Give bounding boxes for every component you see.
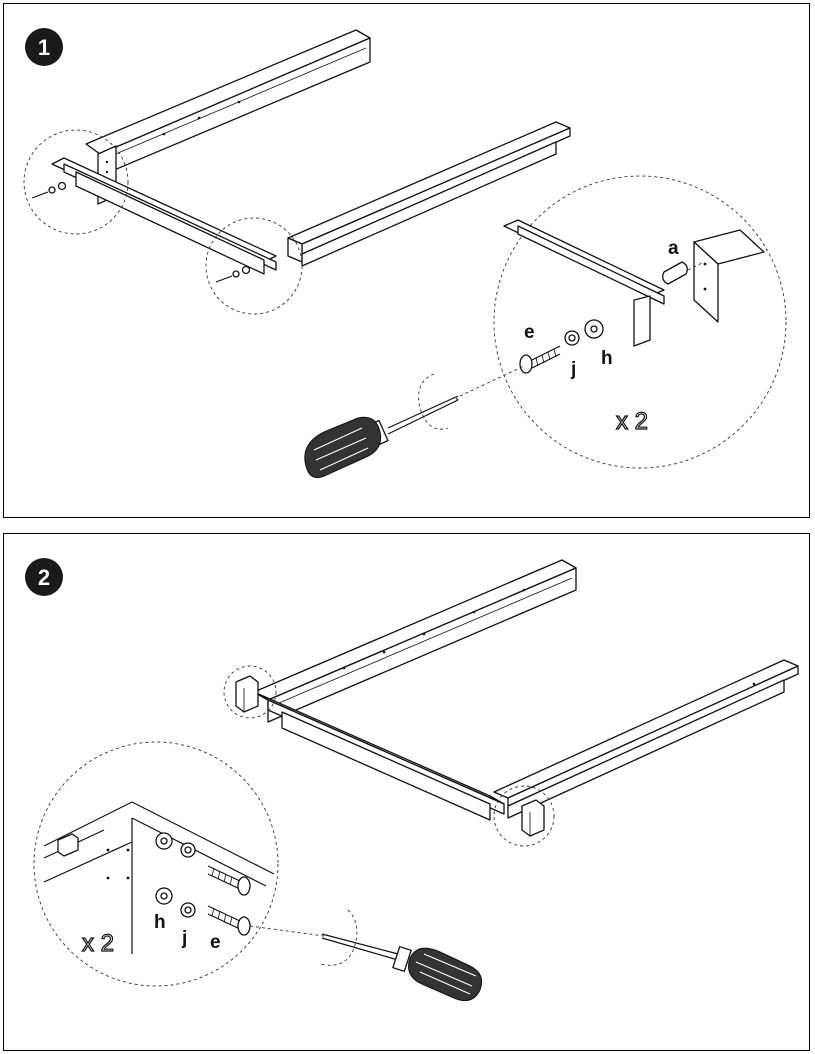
screw-e-icon: [208, 866, 250, 935]
step-2-quantity: x 2: [82, 930, 114, 957]
washer-j-icon: [181, 843, 195, 917]
part-label-a: a: [668, 238, 679, 259]
part-label-h: h: [154, 912, 166, 933]
small-screw-center: [216, 267, 250, 283]
part-label-j: j: [570, 359, 576, 380]
right-side-rail: [288, 122, 570, 266]
step-2-badge: 2: [25, 558, 63, 596]
detail-circle-large: [34, 742, 278, 986]
step-2-number: 2: [38, 565, 50, 590]
part-label-h: h: [601, 348, 613, 369]
dowel-icon: [663, 262, 688, 284]
washer-h-icon: [156, 833, 172, 904]
step-1-badge: 1: [25, 28, 63, 66]
screw-e-icon: [520, 346, 560, 373]
front-rail: [52, 158, 276, 274]
washer-h-icon: [585, 320, 603, 338]
part-label-e: e: [210, 932, 221, 953]
part-label-e: e: [524, 322, 535, 343]
left-end-block: [236, 676, 258, 712]
right-side-rail: [494, 660, 798, 818]
step-2-panel: 2: [3, 533, 810, 1051]
right-end-block: [522, 800, 544, 836]
part-label-j: j: [181, 928, 187, 949]
screwdriver-icon: [305, 374, 458, 478]
back-rail: [86, 30, 370, 176]
small-screw-left: [32, 183, 66, 199]
washer-j-icon: [565, 331, 579, 345]
step-1-panel: 1: [3, 3, 810, 518]
screwdriver-icon: [320, 910, 482, 1001]
step-1-quantity: x 2: [616, 408, 648, 435]
back-rail: [254, 560, 576, 722]
detail-post: [694, 230, 764, 322]
step-1-illustration: 1: [4, 4, 811, 519]
step-2-illustration: 2: [4, 534, 811, 1052]
front-rail: [254, 692, 504, 820]
step-1-number: 1: [38, 35, 50, 60]
